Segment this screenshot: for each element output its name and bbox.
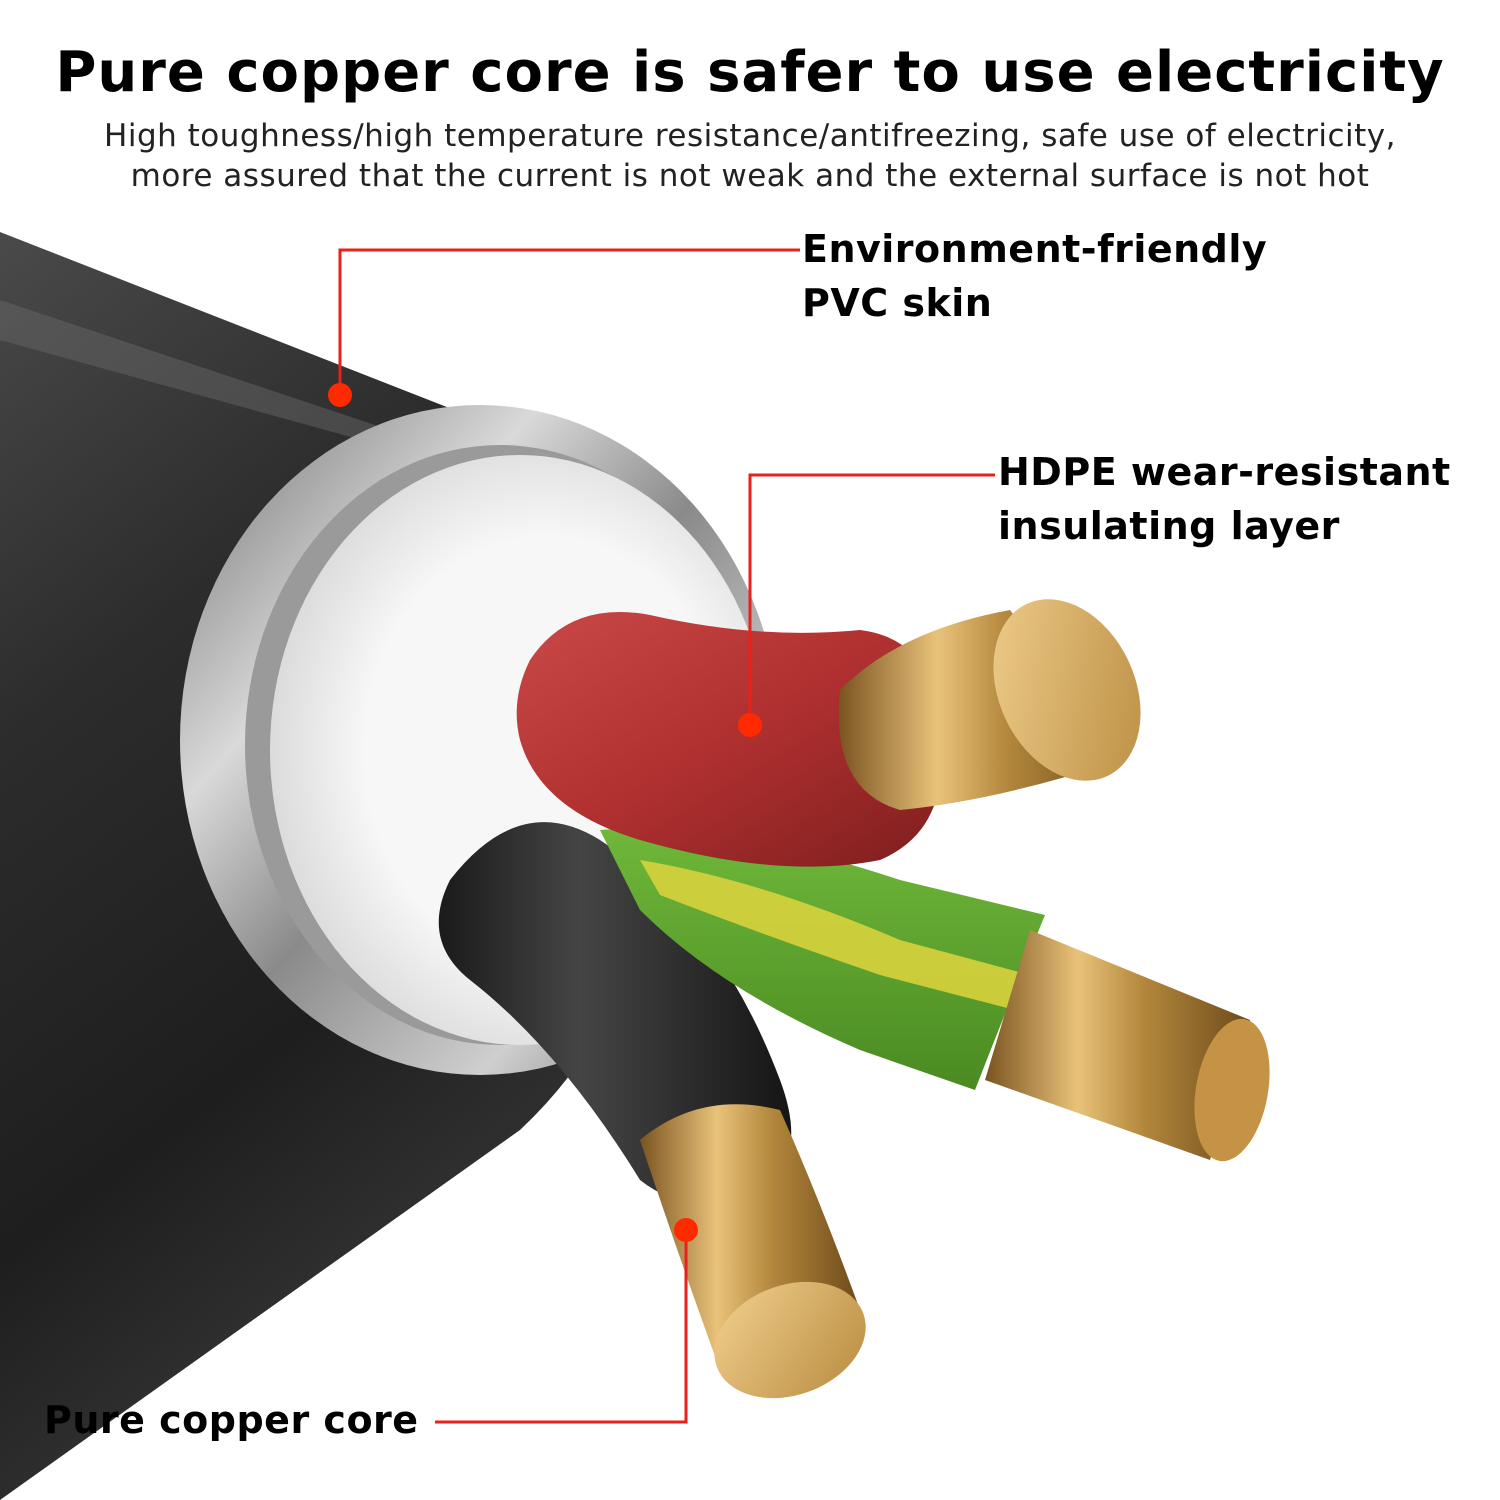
pvc-pointer-dot <box>328 383 352 407</box>
pvc-label-line-1: Environment-friendly <box>802 227 1268 271</box>
hdpe-layer-label: HDPE wear-resistant insulating layer <box>998 445 1451 553</box>
copper-core-label: Pure copper core <box>44 1398 419 1442</box>
hdpe-label-line-1: HDPE wear-resistant <box>998 450 1451 494</box>
pvc-skin-label: Environment-friendly PVC skin <box>802 222 1267 330</box>
subtitle-line-2: more assured that the current is not wea… <box>130 158 1370 194</box>
black-wire-insulation <box>438 822 792 1203</box>
pvc-callout-line <box>338 248 800 395</box>
subtitle-line-1: High toughness/high temperature resistan… <box>104 118 1396 154</box>
red-wire-copper-face <box>993 599 1141 781</box>
black-wire-copper-face <box>714 1281 866 1399</box>
hdpe-label-line-2: insulating layer <box>998 504 1340 548</box>
red-wire-insulation <box>516 612 942 867</box>
ground-wire-yellow-stripe <box>640 860 1030 1010</box>
ground-wire-copper-core <box>985 930 1250 1160</box>
copper-pointer-dot <box>674 1218 698 1242</box>
hdpe-pointer-dot <box>738 713 762 737</box>
hdpe-callout-line <box>748 473 995 725</box>
copper-callout-line <box>435 1230 688 1424</box>
page-title: Pure copper core is safer to use electri… <box>55 40 1445 105</box>
pvc-label-line-2: PVC skin <box>802 281 993 325</box>
ground-wire-copper-face <box>1194 1018 1270 1162</box>
sheath-highlight <box>0 300 470 470</box>
page-subtitle: High toughness/high temperature resistan… <box>0 116 1500 196</box>
